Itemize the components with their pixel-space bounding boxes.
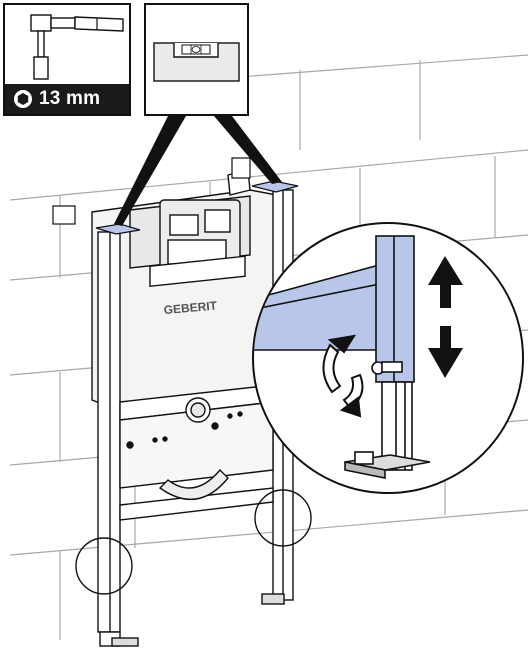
detail-magnifier	[252, 222, 524, 494]
top-bracket-left	[52, 205, 141, 235]
frame-crossbars	[119, 384, 274, 521]
up-down-arrow-icon	[428, 256, 463, 378]
brand-label: GEBERIT	[163, 299, 218, 318]
callout-pointers	[114, 116, 282, 226]
rotate-arrows-icon	[322, 334, 364, 418]
frame-left-upright	[97, 231, 139, 647]
detail-ring-left	[75, 537, 133, 595]
hex-nut-icon	[14, 90, 32, 108]
socket-wrench-icon	[30, 14, 124, 80]
spirit-level-icon	[153, 42, 240, 82]
top-bracket-right	[231, 157, 299, 193]
cistern	[91, 169, 283, 411]
detail-ring-right	[254, 489, 312, 547]
tool-size-label: 13 mm	[39, 88, 101, 109]
tool-callout-panel: 13 mm	[3, 3, 131, 116]
level-callout-panel	[144, 3, 249, 116]
tool-size-bar: 13 mm	[5, 84, 129, 114]
